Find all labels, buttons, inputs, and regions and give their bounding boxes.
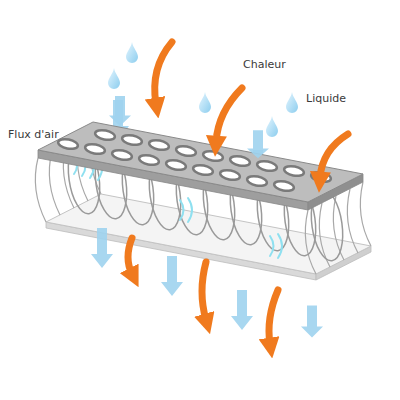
mesh-hole	[202, 150, 223, 163]
moisture-arrow	[91, 228, 113, 268]
mesh-hole	[283, 165, 304, 178]
moisture-arrows-top	[109, 96, 269, 158]
callout-label: Flux d'air	[8, 128, 59, 141]
heat-arrow	[216, 88, 242, 142]
liquid-drop	[126, 42, 138, 63]
mesh-hole	[57, 138, 78, 151]
bottom-mesh	[46, 194, 371, 280]
mesh-hole	[192, 164, 213, 177]
mesh-hole	[229, 155, 250, 168]
mesh-hole	[111, 149, 132, 162]
liquid-drop	[286, 92, 298, 113]
mesh-hole	[273, 180, 294, 193]
side-thread	[360, 182, 371, 246]
air-wave	[278, 234, 282, 258]
mesh-hole	[165, 159, 186, 172]
top-mesh	[38, 122, 363, 210]
moisture-arrow	[231, 290, 253, 330]
mesh-hole	[84, 143, 105, 156]
heat-arrow	[128, 238, 132, 274]
moisture-arrow	[247, 130, 269, 158]
moisture-arrow	[301, 306, 323, 338]
moisture-arrow	[109, 96, 131, 126]
liquid-drop	[199, 92, 211, 113]
air-wave	[180, 200, 184, 220]
callout-label: Chaleur	[243, 58, 286, 71]
moisture-arrows-bottom	[91, 228, 323, 338]
liquid-drop	[108, 68, 120, 89]
heat-arrow	[155, 42, 172, 104]
air-wave	[270, 236, 274, 256]
top-mesh-face	[38, 122, 363, 202]
mesh-holes	[57, 129, 331, 193]
heat-arrow	[269, 290, 278, 344]
callout-label: Liquide	[306, 92, 346, 105]
heat-arrows	[128, 42, 348, 344]
liquid-drop	[266, 116, 278, 137]
mesh-hole	[219, 169, 240, 182]
side-thread	[347, 189, 358, 253]
mesh-hole	[121, 134, 142, 147]
side-thread	[35, 158, 46, 222]
mesh-hole	[94, 129, 115, 142]
heat-arrow	[320, 134, 348, 178]
mesh-hole	[138, 154, 159, 167]
heat-arrow	[202, 262, 206, 320]
mesh-hole	[256, 160, 277, 173]
moisture-arrow	[161, 256, 183, 296]
air-wave	[188, 198, 192, 222]
mesh-hole	[246, 175, 267, 188]
mesh-hole	[148, 139, 169, 152]
mesh-hole	[175, 145, 196, 158]
liquid-drops	[108, 42, 298, 137]
